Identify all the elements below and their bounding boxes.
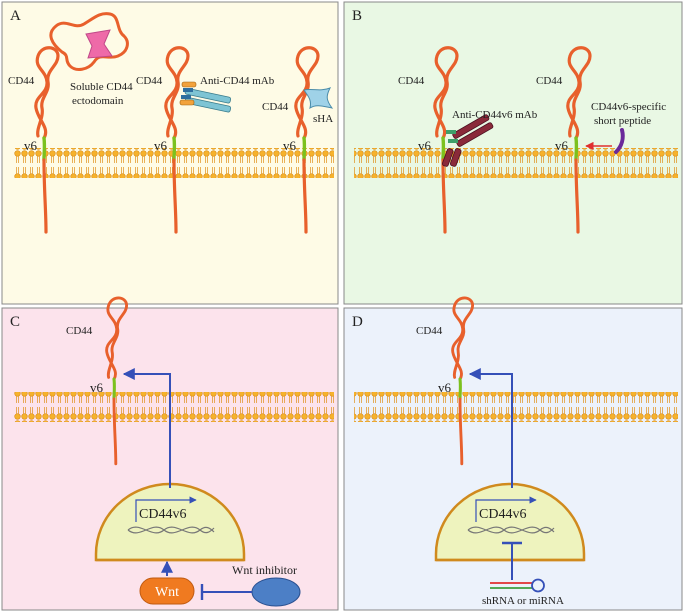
panel-b-letter: B (352, 8, 362, 24)
cd44-label: CD44 (262, 101, 289, 113)
promoter-arrow-icon (475, 496, 537, 522)
v6-label: v6 (90, 380, 104, 395)
shrna-label: shRNA or miRNA (482, 595, 564, 607)
panel-a-letter: A (10, 8, 21, 24)
v6-label: v6 (154, 138, 168, 153)
expression-arrow (122, 368, 171, 488)
ectodomain-label: ectodomain (72, 95, 124, 107)
panel-c-letter: C (10, 314, 20, 330)
peptide-label: short peptide (594, 115, 651, 127)
promoter-arrow-icon (135, 496, 197, 522)
panel-d-letter: D (352, 314, 363, 330)
anti-cd44v6-mab-label: Anti-CD44v6 mAb (452, 109, 538, 121)
cd44-label: CD44 (66, 325, 93, 337)
cd44-label: CD44 (398, 75, 425, 87)
shrna-hairpin-icon (490, 578, 545, 593)
soluble-cd44-ectodomain (49, 12, 129, 71)
expression-arrow (468, 368, 513, 488)
sha-molecule (303, 87, 334, 110)
v6-label: v6 (283, 138, 297, 153)
cd44-label: CD44 (8, 75, 35, 87)
cd44-label: CD44 (536, 75, 563, 87)
panel-c: C CD44v6 Wnt Wnt inhibitor CD44 v6 (1, 296, 339, 611)
cd44-label: CD44 (416, 325, 443, 337)
v6-label: v6 (555, 138, 569, 153)
wnt-label: Wnt (155, 585, 179, 600)
gene-label: CD44v6 (139, 507, 186, 522)
wnt-inhibitor-molecule (251, 577, 301, 607)
sha-label: sHA (313, 113, 333, 125)
panel-d-membrane (354, 392, 678, 422)
panel-b: B CD44 CD44 v6 v6 Anti-CD44v6 mAb CD44v6… (343, 1, 683, 305)
peptide-label: CD44v6-specific (591, 101, 666, 113)
gene-label: CD44v6 (479, 507, 526, 522)
panel-a: A CD44 CD44 CD44 v6 v6 v6 Soluble CD44 e… (1, 1, 339, 305)
cd44-label: CD44 (136, 75, 163, 87)
v6-label: v6 (24, 138, 38, 153)
nucleus (94, 482, 246, 562)
nucleus (434, 482, 586, 562)
wnt-inhibitor-label: Wnt inhibitor (232, 563, 297, 577)
v6-label: v6 (438, 380, 452, 395)
wnt-molecule (139, 577, 195, 605)
anti-cd44-mab (179, 81, 232, 113)
cd44v6-peptide (614, 128, 625, 154)
v6-label: v6 (418, 138, 432, 153)
soluble-cd44-label: Soluble CD44 (70, 81, 133, 93)
anti-cd44-mab-label: Anti-CD44 mAb (200, 75, 275, 87)
panel-c-membrane (14, 392, 334, 422)
panel-b-membrane (354, 148, 678, 178)
anti-cd44v6-mab (442, 114, 494, 167)
panel-d: D CD44v6 shRNA or miRNA CD44 v6 (343, 296, 683, 611)
